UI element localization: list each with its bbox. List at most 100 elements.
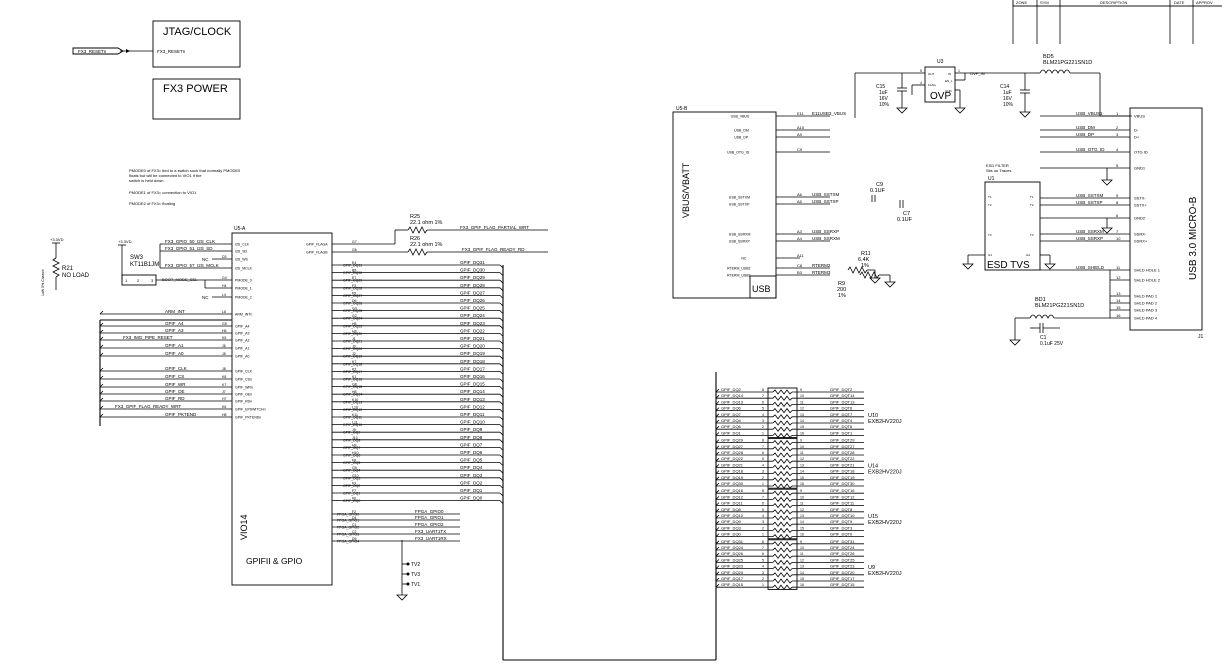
- u5b-ref: U5-B: [676, 106, 688, 112]
- rnet-pin-number: 1: [762, 431, 764, 435]
- title-date: DATE: [1174, 0, 1185, 5]
- rnet-right-label: GPIF_DQT8: [830, 507, 853, 512]
- r25-ref: R25: [410, 214, 420, 220]
- rnet-pin-number: 6: [762, 552, 764, 556]
- r21-resistor: +3.3VD R21 NO LOAD 1uW 5% Chassis: [41, 237, 90, 296]
- rnet-resistor-icon: [772, 553, 793, 559]
- u5b-pin-number: C8: [797, 263, 803, 268]
- u5b-pin-number: A4: [797, 236, 803, 241]
- bus-entry: [715, 527, 720, 531]
- rnet-pin-number: 13: [800, 565, 804, 569]
- rnet-pin-number: 13: [800, 413, 804, 417]
- svg-text:16V: 16V: [879, 96, 889, 102]
- u5a-left-pin-name: PMODE_1: [235, 287, 252, 291]
- u5a-dq-pin-number: H10: [352, 451, 358, 455]
- gpio-net-1: FX3_GPIO_51_I2S_SD: [165, 246, 213, 251]
- bus-entry: [715, 394, 720, 399]
- rnet-pin-number: 9: [800, 439, 802, 443]
- j1-pin-name: D+: [1134, 135, 1140, 140]
- rnet-right-label: GPIF_DQT15: [830, 582, 855, 587]
- u5a-left-pin-name: ARM_INTn: [235, 313, 252, 317]
- dq-net-label: GPIF_DQ16: [460, 374, 485, 379]
- left-net-label: GPIF_CLK: [165, 366, 187, 371]
- c7-capacitor: C7 0.1UF: [897, 200, 913, 223]
- dq-net-label: GPIF_DQ13: [460, 397, 485, 402]
- j1-pin-number: 12: [1116, 275, 1121, 280]
- bus-entry: [99, 383, 104, 388]
- rnet-left-label: GPIF_DQ30: [721, 481, 744, 486]
- bus-entry: [715, 502, 720, 506]
- bus-entry: [715, 540, 720, 545]
- svg-text:T2: T2: [988, 203, 992, 207]
- rnet-left-label: GPIF_DQ18: [721, 469, 744, 474]
- u5a-dq-pin-name: GPIF_DQ20: [343, 347, 362, 351]
- rnet-resistor-icon: [772, 527, 793, 534]
- rnet-pin-number: 13: [800, 514, 804, 518]
- j1-pin-number: 11: [1116, 265, 1121, 270]
- tv1-label: TV1: [411, 582, 420, 588]
- u5b-net-label: E11USB3_VBUS: [812, 111, 846, 116]
- rnet-pin-number: 11: [800, 552, 804, 556]
- rnet-left-label: GPIF_DQ10: [721, 513, 744, 518]
- rnet-pin-number: 5: [762, 407, 764, 411]
- u5a-left-pin-number: J7: [222, 390, 226, 394]
- bus-entry: [715, 432, 720, 436]
- u5a-dq-pin-name: GPIF_DQ2: [343, 484, 360, 488]
- rnet-part: EXB2HV220J: [868, 419, 902, 425]
- u5a-dq-pin-name: GPIF_DQ7: [343, 446, 360, 450]
- u1-label: ESD TVS: [987, 260, 1030, 271]
- j1-net-label: USB_OTG_ID: [1076, 147, 1105, 152]
- svg-text:10%: 10%: [879, 102, 890, 108]
- dq-net-label: GPIF_DQ31: [460, 260, 485, 265]
- r26-net: FX3_GPIF_FLAG_READY_RD: [462, 247, 525, 252]
- u5a-left-pin-name: PMODE_2: [235, 296, 252, 300]
- j1-label: USB 3.0 MICRO-B: [1188, 196, 1199, 280]
- u5b-pin-number: A5: [797, 199, 803, 204]
- j1-ref: J1: [1198, 334, 1204, 340]
- rnet-part: EXB2HV220J: [868, 571, 902, 577]
- rnet-pin-number: 8: [762, 540, 764, 544]
- u5a-dq-pin-name: GPIF_DQ21: [343, 340, 362, 344]
- j1-pin-number: 9: [1116, 193, 1119, 198]
- rnet-left-label: GPIF_DQ22: [721, 456, 744, 461]
- dq-net-label: GPIF_DQ20: [460, 344, 485, 349]
- rnet-body: [767, 539, 798, 590]
- ovp-in-net: OVP_IN: [970, 71, 985, 76]
- u5a-dq-pin-name: GPIF_DQ26: [343, 302, 362, 306]
- rnet-left-label: GPIF_DQ0: [721, 532, 742, 537]
- rnet-left-label: GPIF_DQ16: [721, 488, 744, 493]
- gpio-net-2: FX3_GPIO_57_I2S_MCLK: [165, 263, 219, 268]
- u5b-pin-number: C9: [797, 147, 803, 152]
- svg-text:T3: T3: [1030, 233, 1034, 237]
- u1-ref: U1: [988, 176, 995, 182]
- u5a-dq-pin-number: G2: [352, 314, 357, 318]
- j1-pin-name: SSTX-: [1134, 196, 1146, 201]
- u5a-left-pin-name: GPIF_WRn: [235, 386, 253, 390]
- rnet-right-label: GPIF_DQT6: [830, 424, 853, 429]
- bus-entry: [715, 520, 720, 525]
- u5b-pin-name: USB_SSTXM: [729, 196, 750, 200]
- rnet-pin-number: 10: [800, 445, 804, 449]
- gnd2-icon: [1101, 227, 1113, 234]
- rnet-resistor-icon: [772, 572, 793, 578]
- u5a-dq-pin-number: K1: [352, 375, 356, 379]
- reset-port: FX3_RESETn: [78, 49, 107, 54]
- gpio-i2s-nets: FX3_GPIO_50_I2S_CLK FX3_GPIO_51_I2S_SD F…: [159, 239, 232, 300]
- dq-net-label: GPIF_DQ25: [460, 306, 485, 311]
- rnet-left-label: GPIF_DQ4: [721, 418, 742, 423]
- rnet-pin-number: 3: [762, 419, 764, 423]
- u5a-left-pin-name: GPIF_RDn: [235, 400, 252, 404]
- u5a-dq-pin-number: B5: [352, 269, 356, 273]
- bus-entry: [715, 514, 720, 519]
- rnet-left-label: GPIF_DQ12: [721, 494, 744, 499]
- rnet-right-label: GPIF_DQT16: [830, 488, 855, 493]
- u5a-gpo-pin-number: D5: [352, 537, 357, 541]
- dq-net-label: GPIF_DQ24: [460, 313, 485, 318]
- u5a-dq-pin-number: F9: [352, 481, 356, 485]
- note-line-2: floats but will be connected to VIO1 if …: [129, 173, 202, 178]
- jtag-clock-block: JTAG/CLOCK FX3_RESETn FX3_RESETn: [72, 20, 241, 68]
- bus-entry: [715, 559, 720, 563]
- c9-capacitor: C9 0.1UF: [870, 182, 886, 202]
- dq-net-label: GPIF_DQ23: [460, 321, 485, 326]
